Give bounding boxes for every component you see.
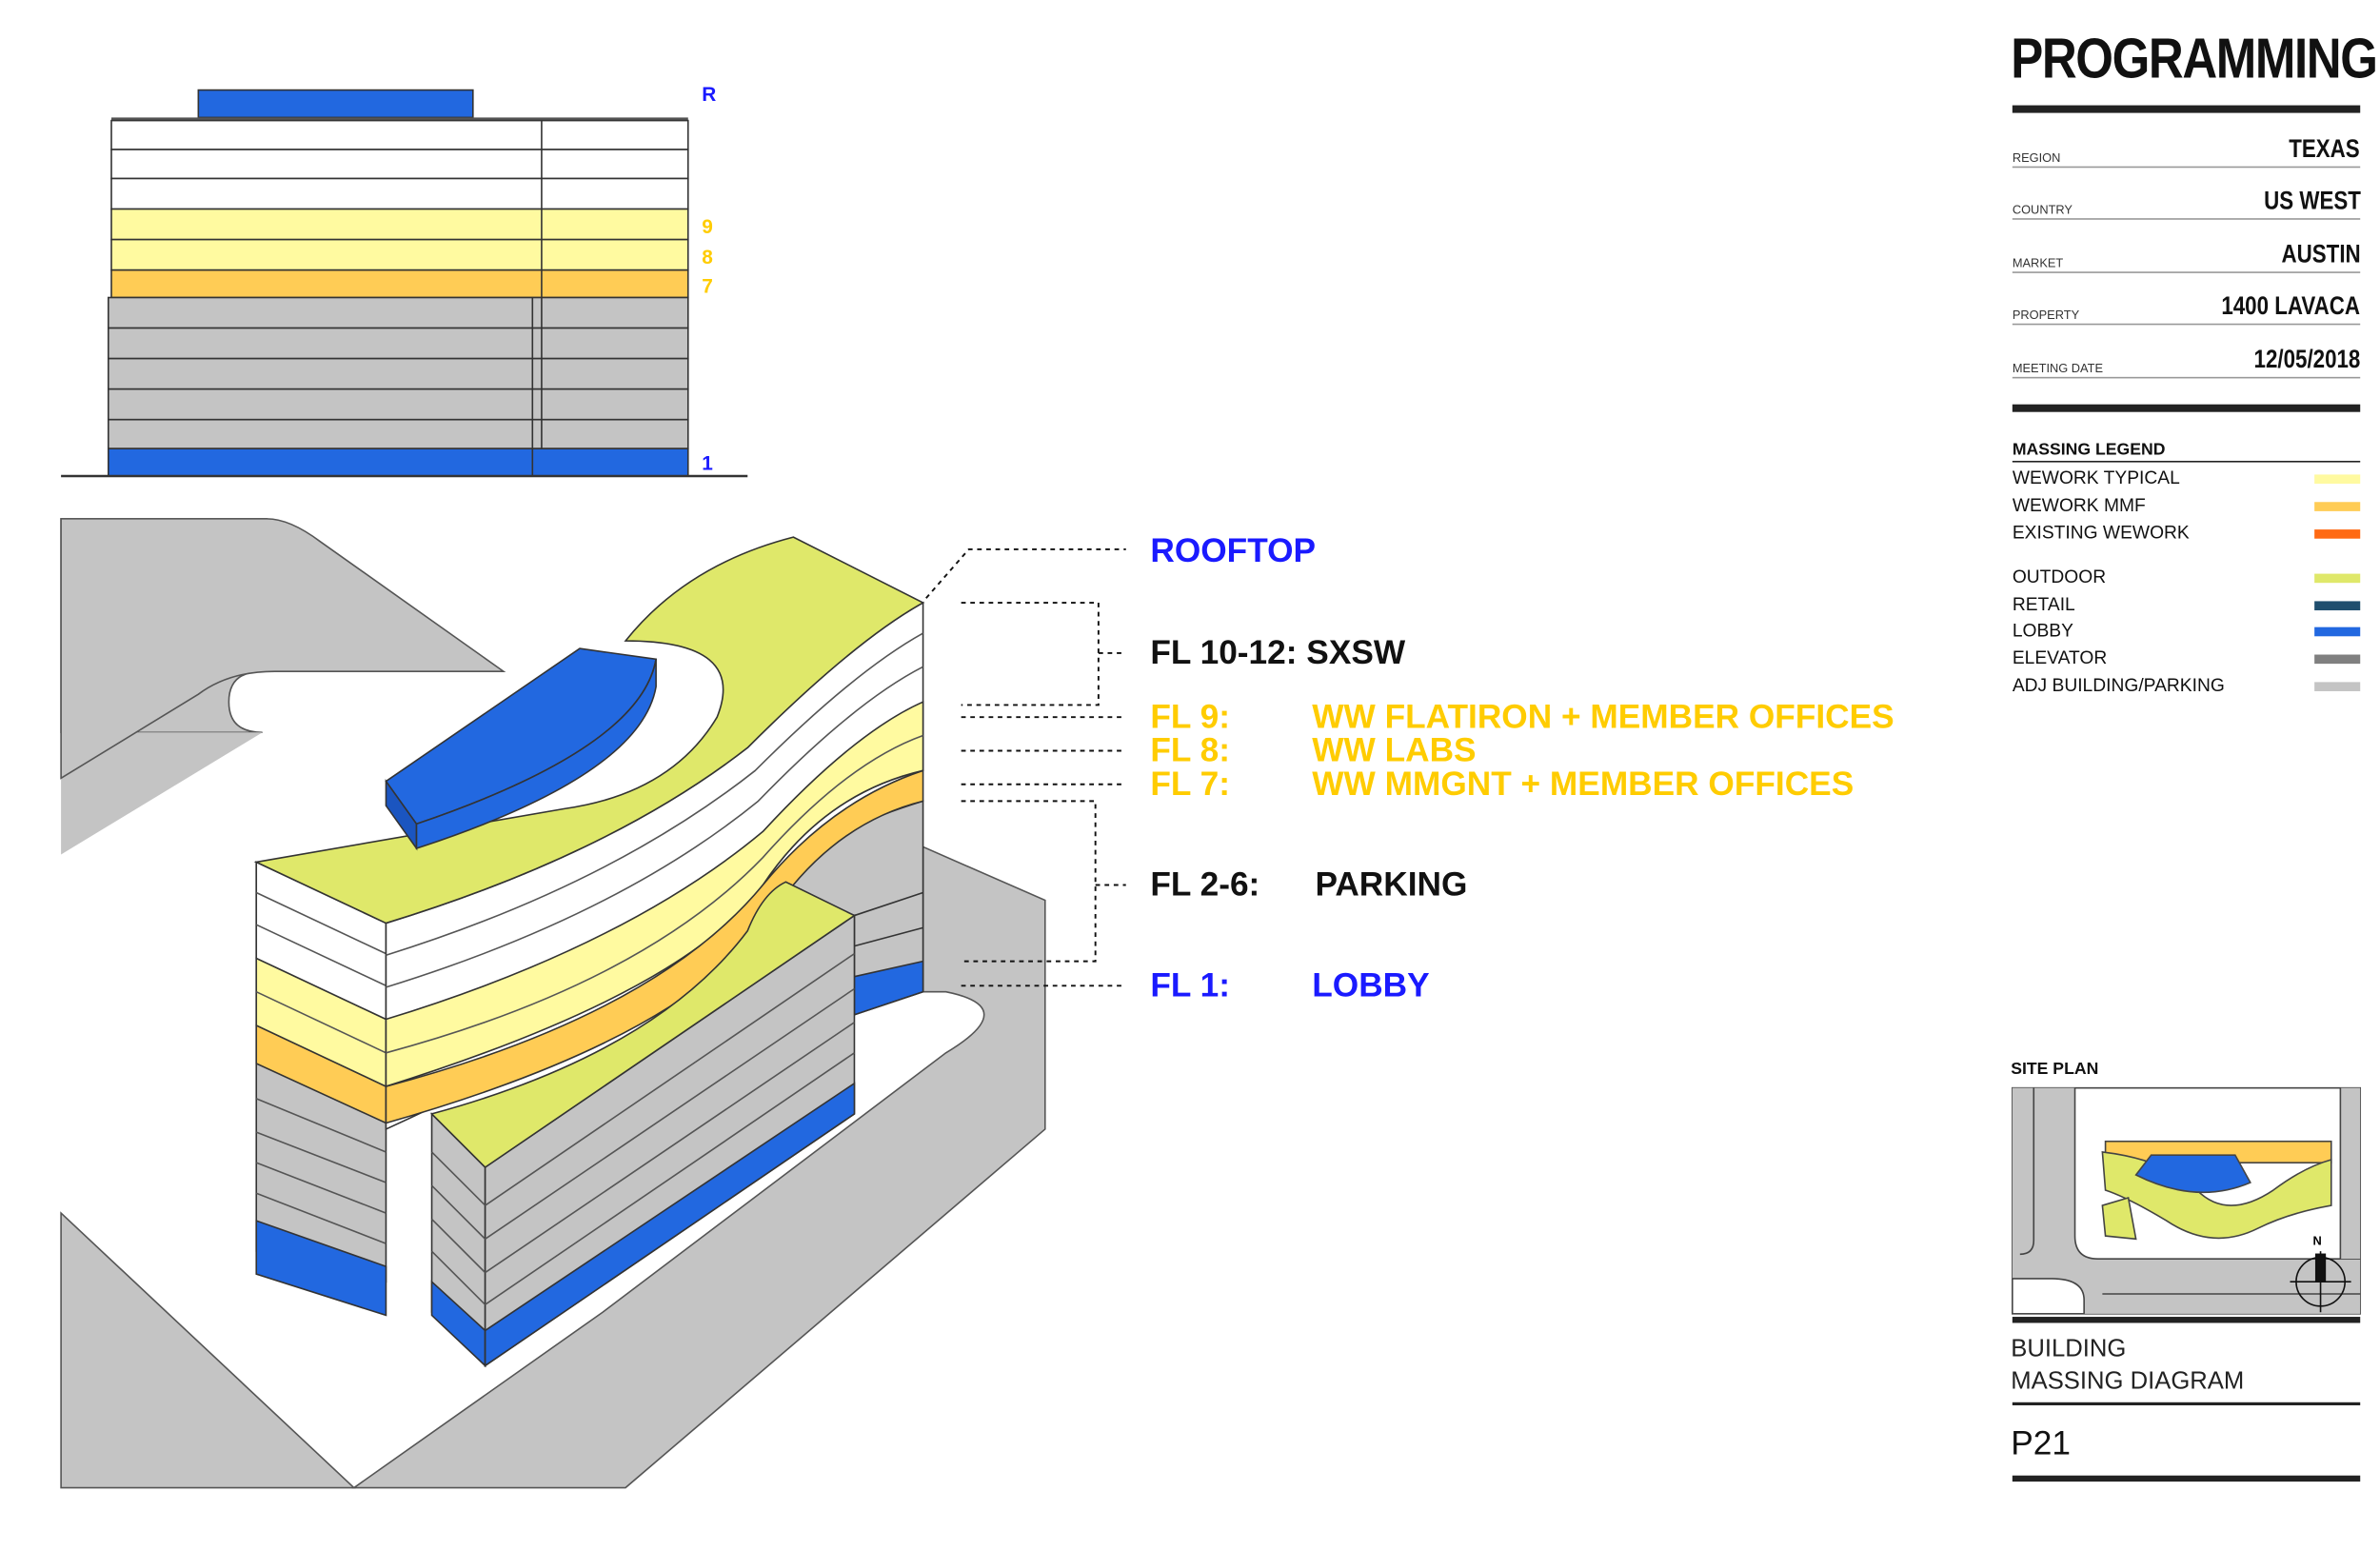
info-rule (2012, 404, 2361, 412)
sheet-title-line-2: MASSING DIAGRAM (2011, 1368, 2245, 1395)
callout-floors-2-6-use: PARKING (1315, 865, 1468, 904)
elevation-floor-12 (110, 119, 689, 150)
north-arrow-icon (2290, 1251, 2351, 1313)
info-value: 12/05/2018 (2253, 345, 2361, 374)
legend-swatch (2314, 502, 2361, 511)
sheet-bottom-rule (2012, 1475, 2361, 1482)
info-key: MARKET (2012, 256, 2064, 270)
roads (60, 518, 1046, 1489)
info-key: MEETING DATE (2012, 361, 2104, 376)
legend-item: LOBBY (2012, 619, 2361, 643)
legend-item: WEWORK TYPICAL (2012, 467, 2361, 489)
callout-floor-8-use: WW LABS (1312, 730, 1477, 769)
legend-label: LOBBY (2012, 619, 2073, 642)
info-row-meeting-date: MEETING DATE 12/05/2018 (2012, 344, 2361, 379)
legend-label: ELEVATOR (2012, 646, 2108, 668)
callout-rooftop: ROOFTOP (1150, 530, 1317, 569)
elevation-floor-9 (110, 208, 689, 241)
legend-item: RETAIL (2012, 593, 2361, 616)
callout-floor-7-label: FL 7: (1150, 764, 1230, 803)
north-label: N (2312, 1234, 2322, 1248)
legend-label: ADJ BUILDING/PARKING (2012, 674, 2225, 696)
elevation-floor-10 (110, 177, 689, 210)
elevation-floor-11 (110, 149, 689, 180)
legend-swatch (2314, 682, 2361, 691)
elevation-label-floor-8: 8 (702, 246, 713, 269)
callout-floor-1-label: FL 1: (1150, 965, 1230, 1004)
elevation-floor-2 (107, 418, 689, 449)
callout-floor-7-use: WW MMGNT + MEMBER OFFICES (1312, 764, 1854, 803)
elevation-label-floor-1: 1 (702, 451, 713, 475)
legend-item: ADJ BUILDING/PARKING (2012, 674, 2361, 697)
elevation-label-floor-9: 9 (702, 214, 713, 239)
legend-swatch (2314, 601, 2361, 611)
legend-swatch (2314, 474, 2361, 485)
page-title: PROGRAMMING (2011, 27, 2378, 90)
callout-floor-8-label: FL 8: (1150, 730, 1230, 769)
elevation-label-roof: R (702, 82, 717, 106)
legend-swatch (2314, 654, 2361, 665)
elevation-roof-box (197, 89, 474, 119)
info-value: AUSTIN (2281, 239, 2361, 269)
callout-floor-9-use: WW FLATIRON + MEMBER OFFICES (1312, 697, 1894, 736)
legend-swatch (2314, 529, 2361, 539)
site-plan-rule (2012, 1317, 2361, 1323)
legend-swatch (2314, 626, 2361, 637)
info-key: REGION (2012, 150, 2061, 166)
legend-label: OUTDOOR (2012, 566, 2107, 588)
elevation-floor-8 (110, 238, 689, 271)
elevation-floor-1 (107, 447, 689, 477)
callout-floors-10-12: FL 10-12: SXSW (1150, 633, 1406, 672)
elevation-floor-3 (107, 388, 689, 421)
legend-swatch (2314, 573, 2361, 584)
callout-floors-2-6-label: FL 2-6: (1150, 865, 1260, 904)
info-row-property: PROPERTY 1400 LAVACA (2012, 289, 2361, 326)
building-massing (253, 536, 925, 1368)
elevation-floor-4 (107, 357, 689, 390)
elevation-label-floor-7: 7 (702, 274, 713, 298)
site-plan-title: SITE PLAN (2011, 1060, 2099, 1080)
legend-item: OUTDOOR (2012, 566, 2361, 589)
info-row-region: REGION TEXAS (2012, 132, 2361, 169)
site-plan-map (2012, 1086, 2362, 1315)
info-row-country: COUNTRY US WEST (2012, 185, 2361, 220)
building-elevation (61, 89, 748, 478)
info-row-market: MARKET AUSTIN (2012, 238, 2361, 273)
legend-label: WEWORK MMF (2012, 494, 2146, 516)
sheet-title-rule (2012, 1402, 2361, 1405)
sheet-number: P21 (2011, 1423, 2071, 1462)
legend-item: WEWORK MMF (2012, 494, 2361, 517)
sheet-title-line-1: BUILDING (2011, 1336, 2127, 1363)
title-rule (2012, 105, 2361, 113)
info-value: US WEST (2263, 186, 2361, 215)
info-key: COUNTRY (2012, 203, 2073, 217)
elevation-floor-7 (110, 268, 689, 299)
callout-floor-9-label: FL 9: (1150, 697, 1230, 736)
elevation-floor-6 (107, 296, 689, 329)
legend-title: MASSING LEGEND (2012, 441, 2361, 463)
info-value: TEXAS (2289, 134, 2361, 164)
info-key: PROPERTY (2012, 308, 2080, 323)
legend-item: EXISTING WEWORK (2012, 522, 2361, 545)
legend-item: ELEVATOR (2012, 646, 2361, 670)
callout-floor-1-use: LOBBY (1312, 965, 1430, 1004)
legend-label: WEWORK TYPICAL (2012, 467, 2180, 488)
legend-label: EXISTING WEWORK (2012, 522, 2190, 544)
legend-label: RETAIL (2012, 593, 2075, 615)
info-value: 1400 LAVACA (2221, 291, 2361, 321)
elevation-floor-5 (107, 327, 689, 360)
